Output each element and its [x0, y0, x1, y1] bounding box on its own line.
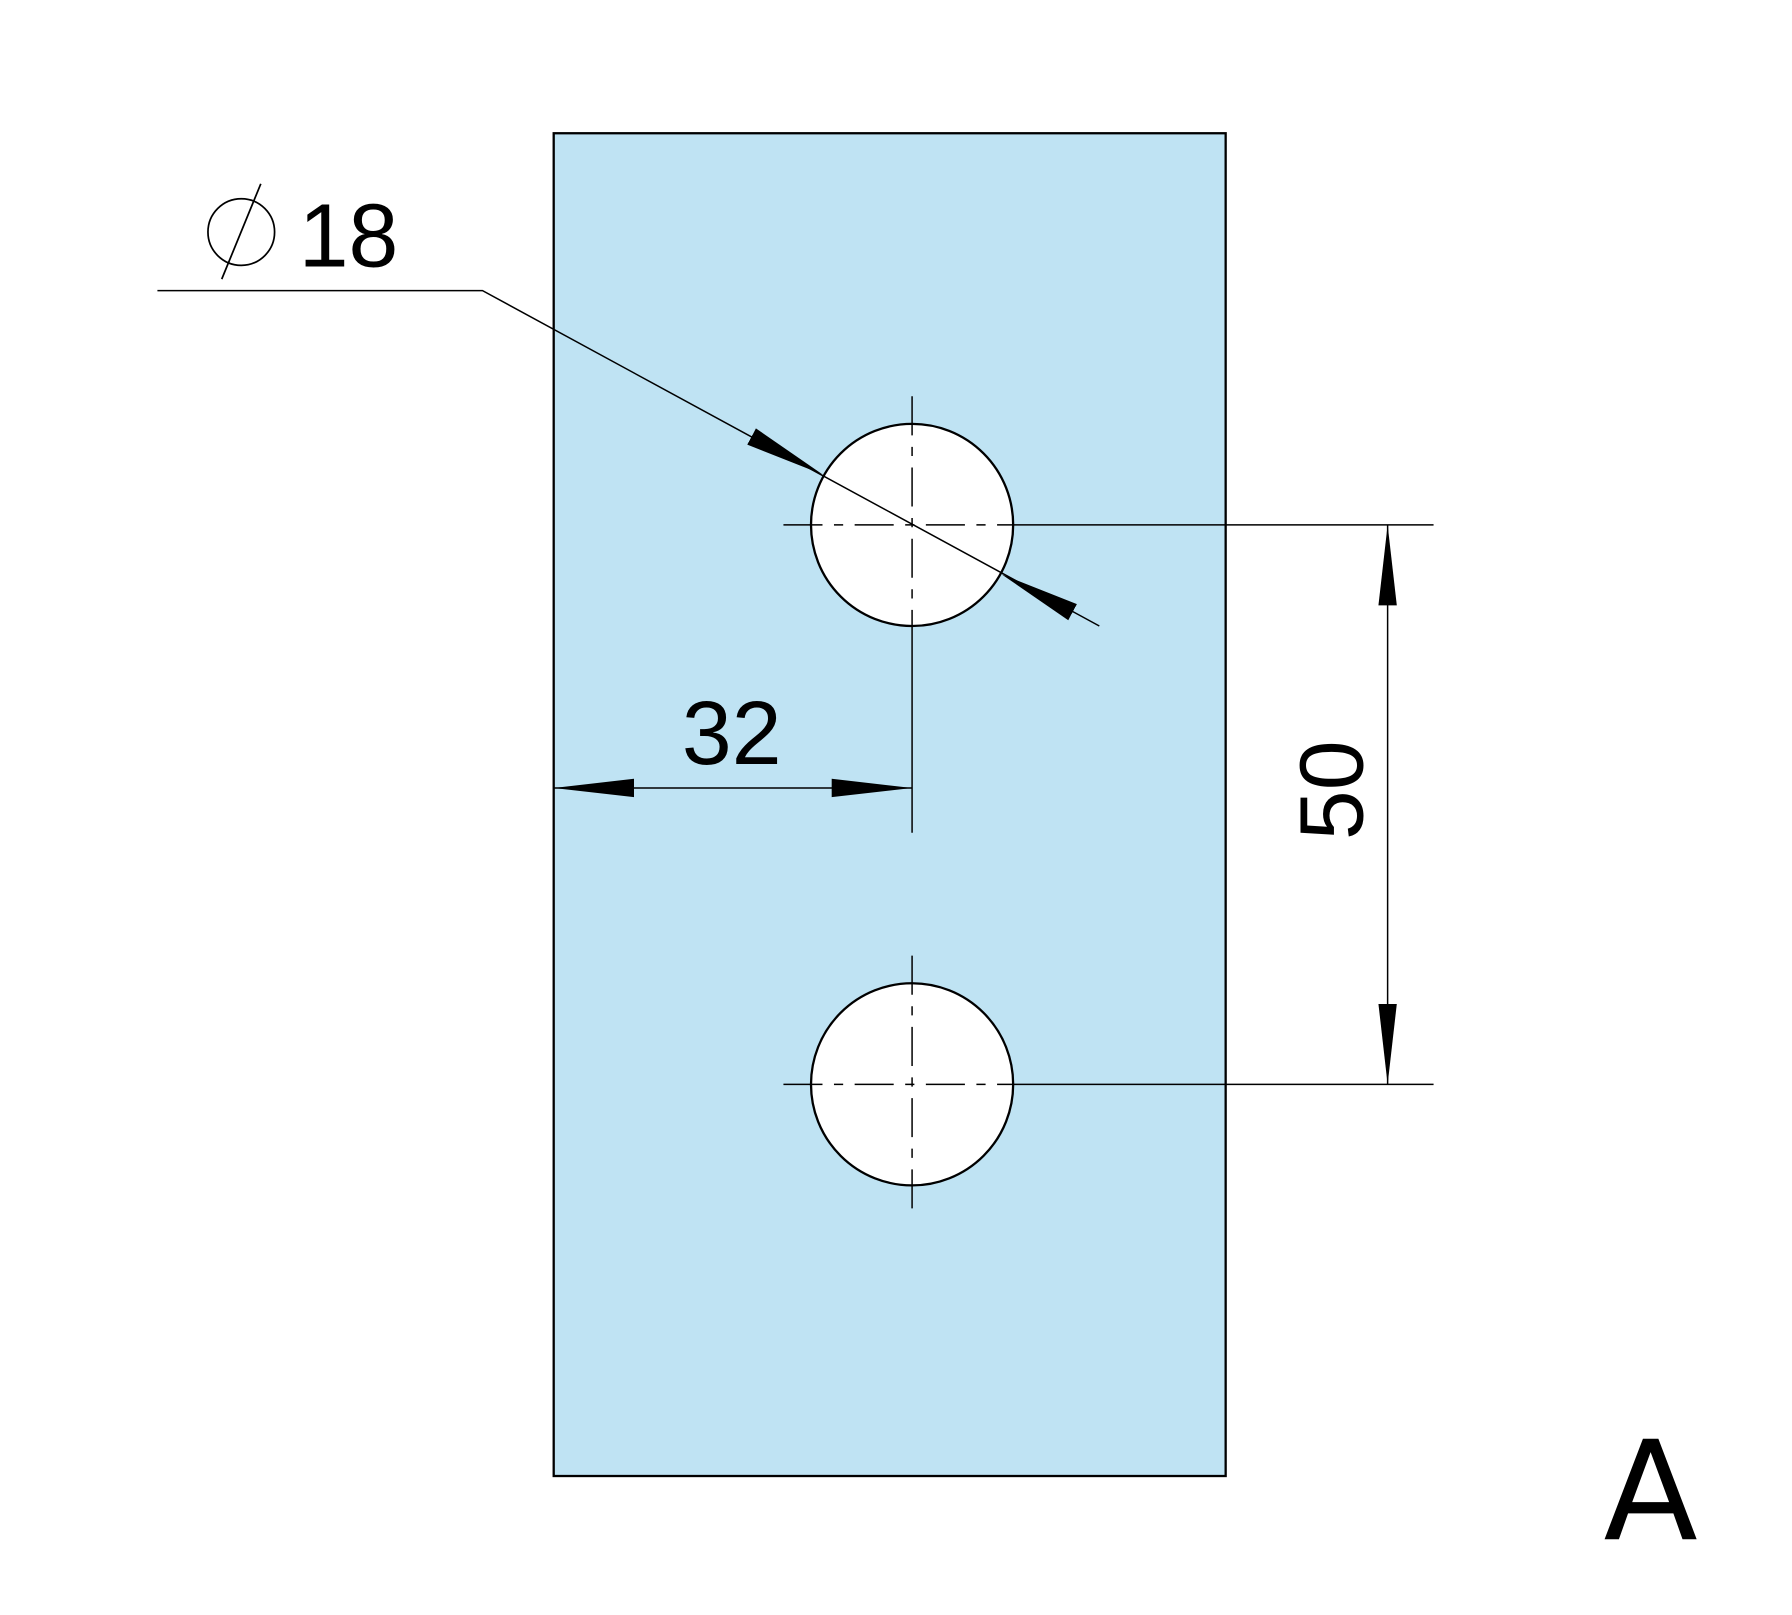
dimension-50: 50: [1281, 524, 1397, 1085]
dimension-50-label: 50: [1281, 740, 1381, 840]
diameter-symbol-icon: [207, 183, 276, 280]
view-label: A: [1604, 1411, 1698, 1572]
center-lines: [783, 396, 1434, 1213]
diameter-label: 18: [299, 185, 399, 285]
diameter-leader: 18: [157, 183, 1100, 627]
dimension-32: 32: [553, 683, 913, 798]
glass-plate: [552, 132, 1227, 1478]
dimension-32-label: 32: [682, 683, 782, 783]
